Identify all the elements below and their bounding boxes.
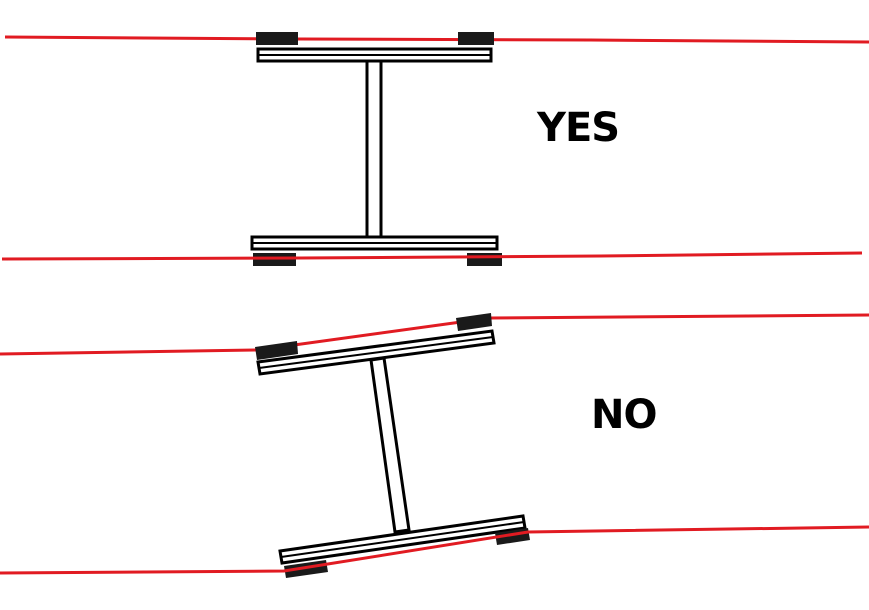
flange-inner-line (258, 336, 494, 369)
pad-icon (256, 32, 298, 45)
label-yes: YES (536, 105, 619, 151)
tilted-i-beam (255, 313, 530, 578)
top-rail-line (0, 313, 869, 356)
pad-icon (255, 341, 298, 360)
panel-yes: YES (1, 32, 869, 266)
pad-icon (458, 32, 494, 45)
pad-icon (456, 313, 492, 331)
top-rail-line (4, 35, 869, 44)
pad-icon (467, 253, 502, 266)
flange-inner-line (280, 521, 525, 558)
i-beam-web (365, 59, 383, 239)
i-beam-web (369, 356, 411, 534)
panel-no: NO (0, 313, 869, 578)
bottom-rail-line (1, 251, 863, 261)
label-no: NO (591, 392, 656, 438)
bottom-rail-line (0, 525, 869, 575)
